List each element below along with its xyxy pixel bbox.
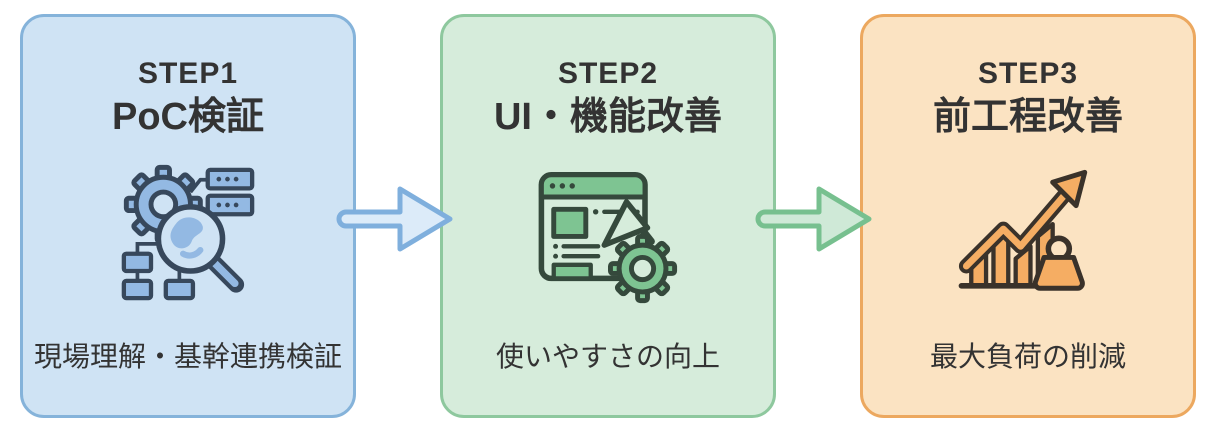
growth-chart-weight-icon <box>958 169 1088 291</box>
step3-label: STEP3 <box>977 57 1079 90</box>
step1-caption: 現場理解・基幹連携検証 <box>33 341 342 372</box>
step2-icon-box <box>534 159 682 309</box>
step-card-2: STEP2 UI・機能改善 <box>440 14 776 418</box>
browser-cursor-gear-icon <box>538 172 678 304</box>
step1-label: STEP1 <box>137 57 239 90</box>
step2-label: STEP2 <box>557 57 659 90</box>
step1-title: PoC検証 <box>111 96 264 138</box>
step1-icon-box <box>114 159 262 309</box>
step3-title: 前工程改善 <box>932 96 1123 138</box>
step3-icon-box <box>954 159 1102 309</box>
step-card-1: STEP1 PoC検証 <box>20 14 356 418</box>
step2-title: UI・機能改善 <box>493 96 722 138</box>
arrow-right-icon <box>336 186 453 252</box>
arrow-right-icon <box>755 186 872 252</box>
step2-caption: 使いやすさの向上 <box>495 341 720 372</box>
step3-caption: 最大負荷の削減 <box>929 341 1126 372</box>
step-card-3: STEP3 前工程改善 最大負荷 <box>860 14 1196 418</box>
gear-magnifier-analysis-icon <box>121 164 255 301</box>
